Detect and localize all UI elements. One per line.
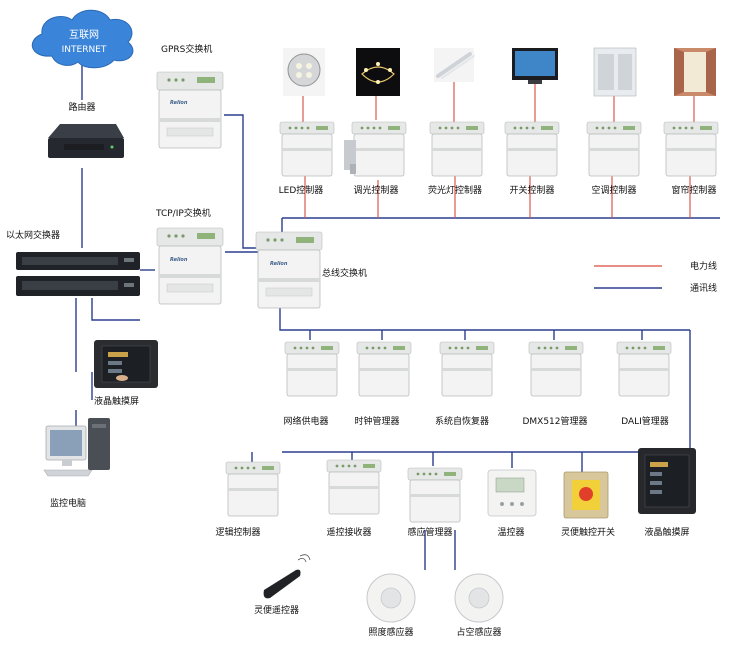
bottom-row-labels: 逻辑控制器 遥控接收器 感应管理器 温控器 灵便触控开关 液晶触摸屏 bbox=[215, 526, 689, 538]
top-row-label-2: 荧光灯控制器 bbox=[428, 184, 482, 196]
middle-row-controllers bbox=[284, 341, 672, 397]
air-conditioner-picture bbox=[593, 47, 637, 97]
sensor-label-0: 照度感应器 bbox=[368, 626, 413, 638]
top-row-label-5: 窗帘控制器 bbox=[671, 184, 716, 196]
top-row-label-3: 开关控制器 bbox=[509, 184, 554, 196]
occupancy-sensor-picture bbox=[454, 573, 504, 623]
bottom-row-label-3: 温控器 bbox=[497, 526, 524, 538]
bottom-row-label-2: 感应管理器 bbox=[407, 526, 452, 538]
router-device bbox=[48, 124, 124, 158]
legend: 电力线 通讯线 bbox=[594, 260, 717, 294]
mid-row-label-0: 网络供电器 bbox=[283, 415, 328, 427]
touch-switch-picture bbox=[563, 471, 609, 519]
internet-cloud: 互联网 INTERNET bbox=[31, 9, 134, 69]
gprs-brand: Relion bbox=[170, 100, 188, 106]
bottom-row-label-1: 遥控接收器 bbox=[326, 526, 371, 538]
middle-row-labels: 网络供电器 时钟管理器 系统自恢复器 DMX512管理器 DALI管理器 bbox=[283, 415, 668, 427]
tv-picture bbox=[512, 48, 558, 84]
bus-switch-label: 总线交换机 bbox=[322, 267, 367, 279]
ethernet-switch-device bbox=[16, 252, 140, 296]
mid-row-label-2: 系统自恢复器 bbox=[435, 415, 489, 427]
router-label: 路由器 bbox=[68, 101, 95, 113]
tcpip-switch-device bbox=[156, 227, 224, 305]
top-row-label-1: 调光控制器 bbox=[353, 184, 398, 196]
mid-row-label-3: DMX512管理器 bbox=[522, 415, 587, 427]
top-row-controllers bbox=[279, 121, 719, 177]
power-lines bbox=[302, 82, 695, 218]
curtain-picture bbox=[674, 48, 716, 96]
remote-label: 灵便遥控器 bbox=[254, 604, 299, 616]
tcpip-switch-label: TCP/IP交换机 bbox=[155, 207, 211, 219]
monitor-pc-label: 监控电脑 bbox=[50, 497, 86, 509]
legend-comm: 通讯线 bbox=[690, 282, 717, 294]
bus-brand: Relion bbox=[270, 261, 288, 267]
bottom-row-controllers bbox=[225, 459, 463, 523]
top-row-label-4: 空调控制器 bbox=[591, 184, 636, 196]
internet-label-en: INTERNET bbox=[62, 45, 107, 55]
sensor-label-1: 占空感应器 bbox=[456, 626, 501, 638]
lcd-touchscreen-right bbox=[638, 448, 696, 514]
monitor-computer bbox=[43, 418, 110, 477]
lcd-touchscreen-left bbox=[94, 340, 158, 388]
lcd-left-label: 液晶触摸屏 bbox=[94, 395, 139, 407]
ethernet-switch-label: 以太网交换器 bbox=[6, 229, 60, 241]
mid-row-label-1: 时钟管理器 bbox=[354, 415, 399, 427]
remote-control-picture bbox=[263, 554, 311, 599]
top-row-label-0: LED控制器 bbox=[279, 184, 324, 196]
bus-switch-device bbox=[255, 231, 323, 309]
gprs-switch-label: GPRS交换机 bbox=[161, 43, 212, 55]
thermostat-picture bbox=[487, 469, 537, 517]
bottom-row-label-0: 逻辑控制器 bbox=[215, 526, 260, 538]
chandelier-picture bbox=[356, 48, 400, 96]
bottom-row-label-5: 液晶触摸屏 bbox=[644, 526, 689, 538]
top-row-labels: LED控制器 调光控制器 荧光灯控制器 开关控制器 空调控制器 窗帘控制器 bbox=[279, 184, 717, 196]
illuminance-sensor-picture bbox=[366, 573, 416, 623]
bottom-row-label-4: 灵便触控开关 bbox=[561, 526, 615, 538]
fluorescent-tube-picture bbox=[434, 48, 475, 82]
tcpip-brand: Relion bbox=[170, 257, 188, 263]
mid-row-label-4: DALI管理器 bbox=[621, 415, 669, 427]
sensor-labels: 照度感应器 占空感应器 bbox=[368, 626, 501, 638]
legend-power: 电力线 bbox=[690, 260, 717, 272]
led-lamp-picture bbox=[283, 48, 325, 96]
internet-label-cn: 互联网 bbox=[69, 29, 99, 41]
communication-lines bbox=[75, 62, 720, 570]
gprs-switch-device bbox=[156, 71, 224, 149]
